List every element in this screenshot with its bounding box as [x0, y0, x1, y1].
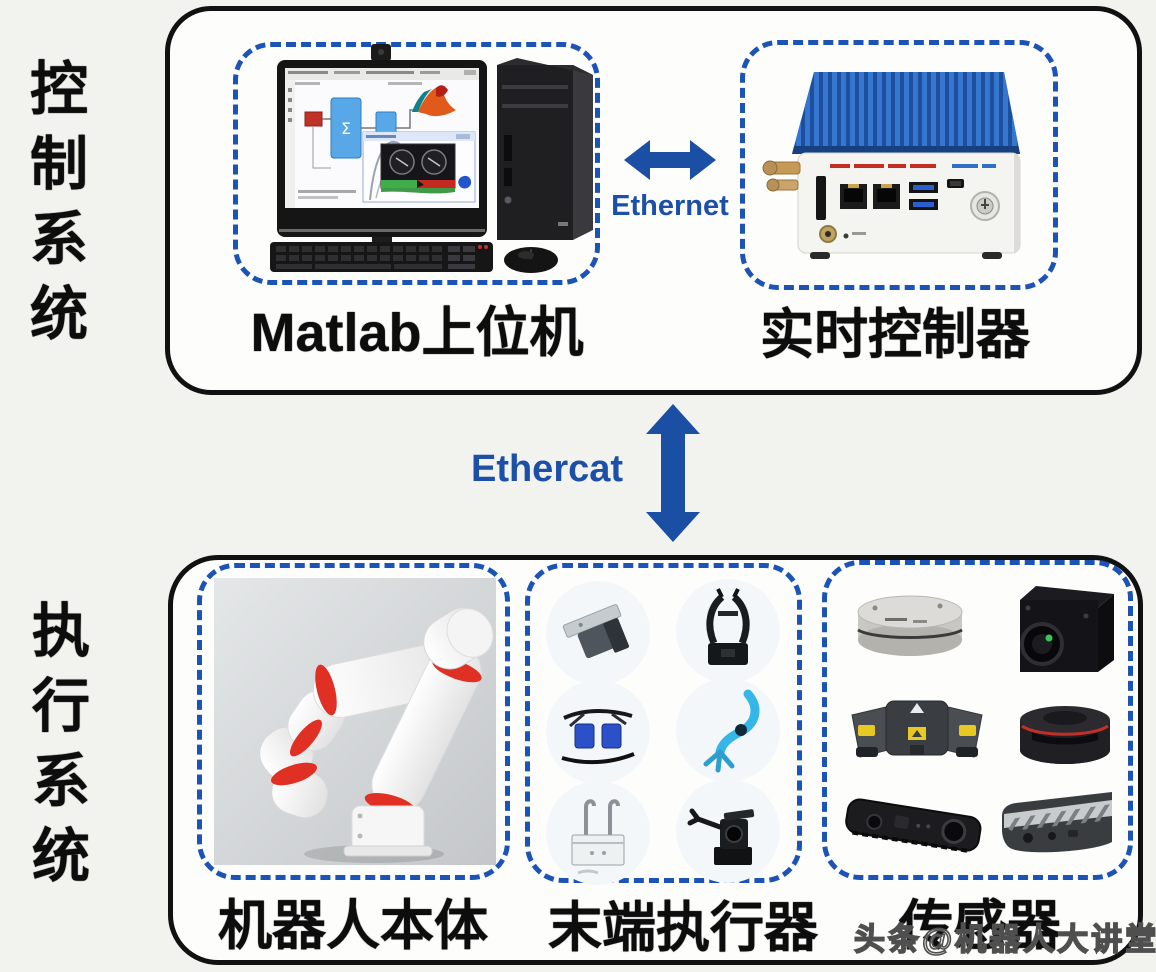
sensor-item-stereo-depth-bar — [838, 788, 988, 871]
industrial-camera-icon — [1020, 586, 1114, 672]
sensor-box — [822, 560, 1133, 880]
robot-body-box — [197, 563, 510, 880]
effector-item-camera-gripper-tool — [676, 779, 780, 883]
sensor-item-force-torque-disc — [845, 586, 975, 666]
sensor-caption: 传感器 — [899, 896, 1061, 956]
robot-arm-illustration — [214, 578, 496, 865]
sensor-item-lidar — [1012, 688, 1118, 773]
realtime-controller-box — [740, 40, 1058, 290]
dual-finger-gripper-icon — [706, 588, 750, 665]
lidar-icon — [1020, 706, 1110, 764]
realtime-controller-illustration — [756, 58, 1044, 272]
control-system-label: 控制系统 — [21, 58, 86, 358]
soft-gripper-blue-icon — [703, 689, 760, 773]
sensor-item-depth-camera — [994, 786, 1120, 863]
ethernet-arrow-icon — [622, 137, 718, 183]
camera-gripper-tool-icon — [687, 808, 755, 865]
effector-item-dual-finger-gripper — [676, 579, 780, 683]
robot-caption: 机器人本体 — [218, 896, 488, 956]
effector-item-clamp-gripper-blue — [546, 680, 650, 784]
stereo-depth-bar-icon — [845, 798, 982, 854]
hook-lift-module-icon — [571, 799, 625, 875]
sensor-item-base-sensor-module — [842, 687, 992, 772]
desktop-pc-icon: Σ — [270, 44, 593, 273]
depth-camera-icon — [1002, 792, 1112, 853]
end-effector-box — [525, 563, 802, 883]
effector-item-soft-gripper-blue — [676, 678, 780, 782]
ethernet-label: Ethernet — [611, 190, 729, 222]
ethercat-arrow-icon — [644, 402, 702, 544]
sensor-item-industrial-camera — [1002, 572, 1120, 685]
force-torque-sensor-icon — [857, 595, 963, 656]
robot-arm-icon — [214, 578, 496, 865]
effector-caption: 末端执行器 — [548, 898, 818, 958]
base-sensor-module-icon — [851, 700, 983, 758]
matlab-pc-box — [233, 42, 600, 285]
parallel-gripper-icon — [562, 604, 630, 659]
controller-icon — [762, 72, 1021, 259]
clamp-gripper-blue-icon — [561, 709, 635, 765]
execution-system-label: 执行系统 — [23, 600, 88, 900]
svg-text:Σ: Σ — [341, 119, 351, 138]
effector-item-parallel-gripper — [546, 581, 650, 685]
matlab-pc-illustration: Σ — [268, 40, 602, 286]
controller-caption: 实时控制器 — [760, 305, 1030, 365]
watermark: 头条@机器人大讲堂 — [853, 921, 1156, 958]
matlab-caption: Matlab上位机 — [250, 303, 584, 363]
effector-item-hook-lift-module — [546, 781, 650, 885]
ethercat-label: Ethercat — [470, 448, 624, 490]
